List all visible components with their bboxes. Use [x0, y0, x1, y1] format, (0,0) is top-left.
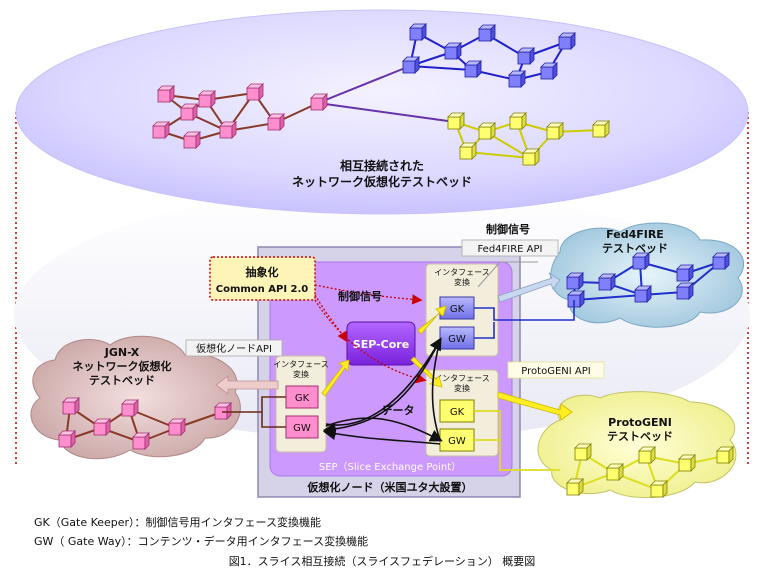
gk-protogeni-label: GK [450, 407, 465, 418]
legend-gw: GW（ Gate Way）：コンテンツ・データ用インタフェース変換機能 [34, 534, 368, 548]
virtual-node-api-box [185, 339, 283, 357]
jgnx-label-1: JGN-X [104, 346, 140, 359]
if-converter-fed4fire-label-1: インタフェース [434, 268, 490, 277]
fed4fire-label-1: Fed4FIRE [606, 228, 664, 241]
fed4fire-api-box [461, 239, 559, 257]
protogeni-external-links [474, 410, 560, 471]
control-signal-label-top: 制御信号 [486, 222, 530, 236]
figure-caption: 図1．スライス相互接続（スライスフェデレーション） 概要図 [229, 554, 536, 568]
if-converter-fed4fire-label-2: 変換 [454, 277, 470, 287]
data-paths [322, 337, 443, 445]
abstraction-label-1: 抽象化 [246, 265, 279, 279]
sep-label: SEP（Slice Exchange Point） [319, 461, 461, 473]
protogeni-api-arrow [497, 391, 573, 421]
gw-protogeni-label: GW [448, 436, 466, 447]
protogeni-label-2: テストベッド [607, 430, 673, 443]
virtual-node-label: 仮想化ノード（米国ユタ大設置） [307, 480, 473, 494]
external-links [474, 300, 575, 339]
fed4fire-api-arrow [497, 272, 561, 303]
jgnx-external-links [222, 396, 286, 428]
virtual-node-api-label: 仮想化ノードAPI [196, 342, 272, 355]
jgnx-api-arrow [215, 375, 279, 395]
top-caption-line2: ネットワーク仮想化テストベッド [292, 174, 472, 189]
sep-core-label: SEP-Core [353, 338, 409, 351]
abstraction-label-2: Common API 2.0 [216, 284, 309, 295]
sep-core-box [346, 321, 416, 366]
gw-fed4fire-label: GW [448, 334, 466, 345]
top-interconnect-links [317, 65, 456, 123]
jgnx-cloud [30, 335, 241, 460]
legend-gk: GK（Gate Keeper）：制御信号用インタフェース変換機能 [34, 515, 321, 529]
protogeni-api-box [507, 361, 605, 379]
data-label: データ [382, 403, 415, 417]
abstraction-control-paths [314, 284, 427, 384]
if-converter-protogeni-label-1: インタフェース [434, 374, 490, 383]
fed4fire-api-leader [477, 261, 538, 288]
jgnx-label-2: ネットワーク仮想化 [73, 359, 172, 373]
top-caption-line1: 相互接続された [340, 158, 424, 173]
fed4fire-api-label: Fed4FIRE API [477, 244, 542, 255]
if-converter-jgnx-label-1: インタフェース [273, 360, 329, 369]
gw-jgnx-label: GW [293, 423, 311, 434]
if-converter-jgnx-label-2: 変換 [293, 369, 309, 379]
jgnx-label-3: テストベッド [89, 374, 155, 387]
control-arrows-yellow [321, 305, 447, 397]
gk-jgnx-label: GK [295, 393, 310, 404]
protogeni-label-1: ProtoGENI [608, 416, 672, 429]
control-signal-label-mid: 制御信号 [338, 289, 382, 303]
protogeni-api-label: ProtoGENI API [521, 366, 590, 377]
fed4fire-cloud [550, 222, 745, 328]
gk-fed4fire-label: GK [450, 304, 465, 315]
if-converter-protogeni-label-2: 変換 [454, 383, 470, 393]
abstraction-box [209, 256, 316, 301]
fed4fire-label-2: テストベッド [602, 242, 668, 255]
